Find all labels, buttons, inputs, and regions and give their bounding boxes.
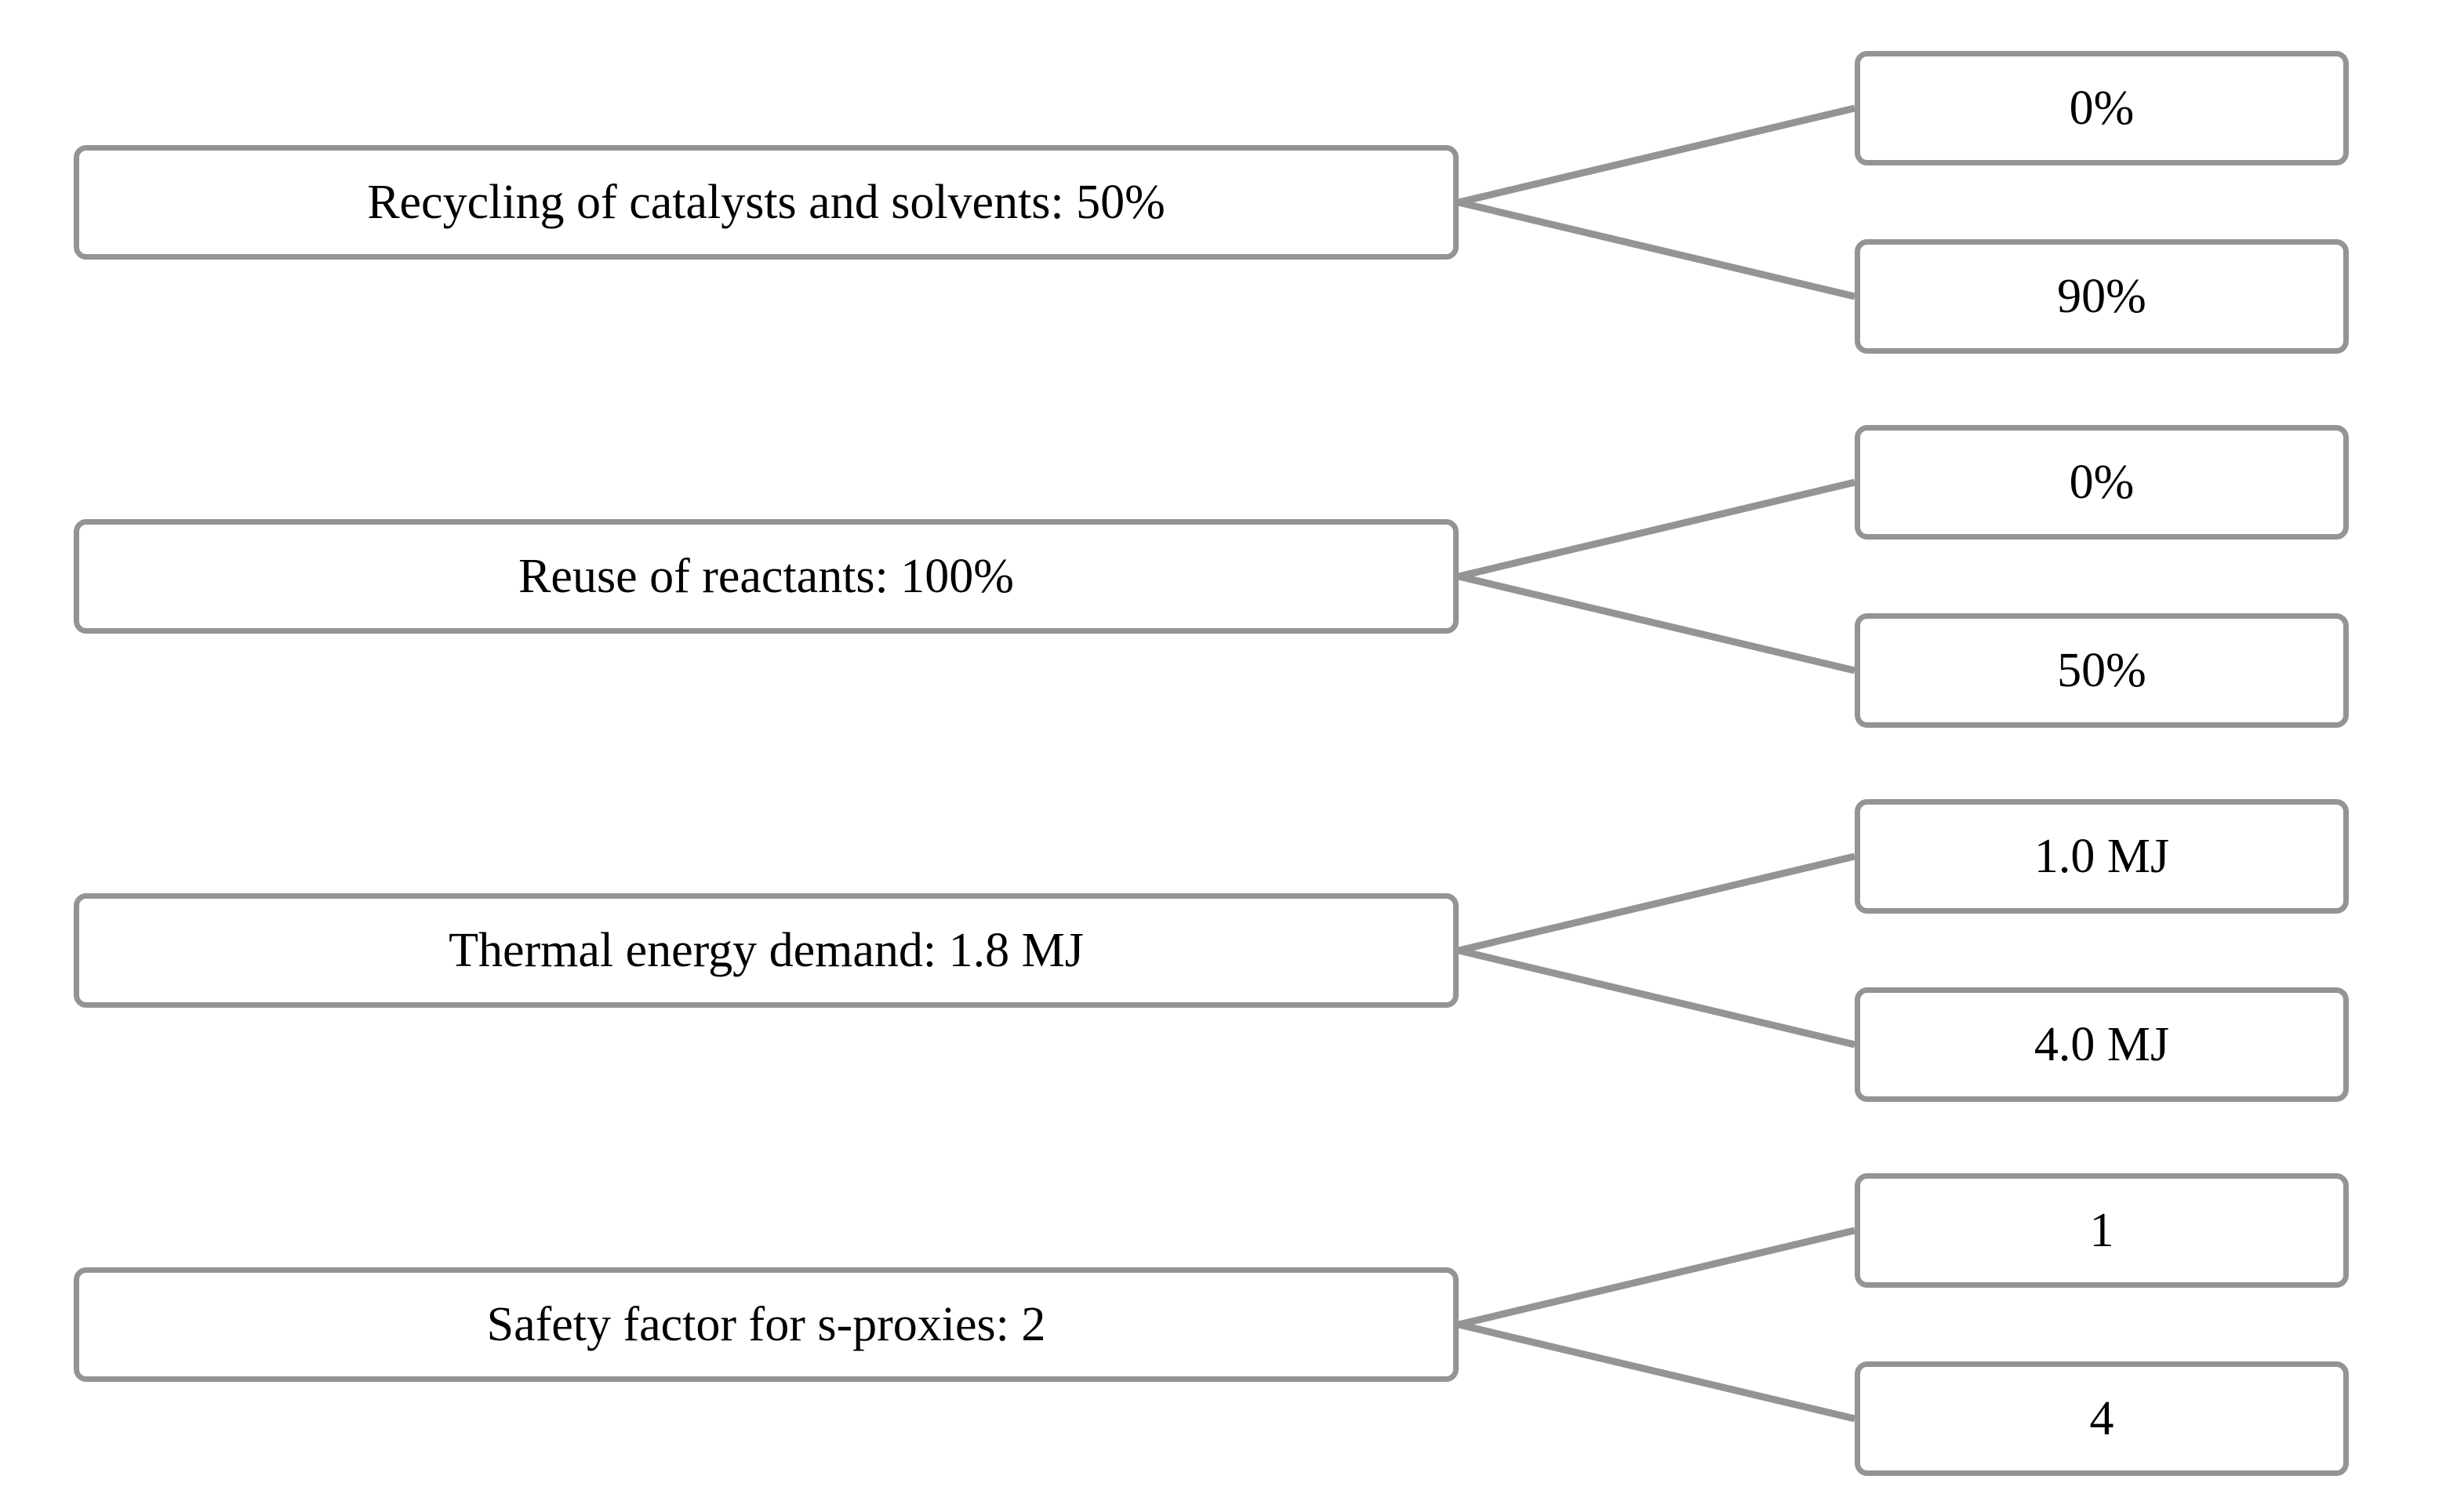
- connector-g0-b: [1457, 198, 1856, 300]
- connector-g0-a: [1457, 104, 1856, 206]
- variant-box-thermal-energy-low[interactable]: 1.0 MJ: [1855, 799, 2349, 914]
- parameter-box-recycling[interactable]: Recycling of catalysts and solvents: 50%: [74, 145, 1459, 260]
- variant-box-reuse-low[interactable]: 0%: [1855, 425, 2349, 540]
- connector-g3-b: [1457, 1321, 1856, 1423]
- parameter-box-thermal-energy[interactable]: Thermal energy demand: 1.8 MJ: [74, 893, 1459, 1008]
- parameter-box-reuse[interactable]: Reuse of reactants: 100%: [74, 519, 1459, 634]
- connector-g1-a: [1457, 478, 1856, 580]
- variant-box-reuse-high[interactable]: 50%: [1855, 613, 2349, 728]
- connector-g1-b: [1457, 572, 1856, 674]
- connector-g2-a: [1457, 852, 1856, 954]
- variant-box-recycling-high[interactable]: 90%: [1855, 239, 2349, 354]
- connector-g3-a: [1457, 1227, 1856, 1328]
- variant-box-recycling-low[interactable]: 0%: [1855, 51, 2349, 165]
- variant-box-safety-factor-high[interactable]: 4: [1855, 1361, 2349, 1476]
- connector-g2-b: [1457, 947, 1856, 1049]
- parameter-box-safety-factor[interactable]: Safety factor for s-proxies: 2: [74, 1267, 1459, 1382]
- variant-box-safety-factor-low[interactable]: 1: [1855, 1173, 2349, 1288]
- variant-box-thermal-energy-high[interactable]: 4.0 MJ: [1855, 987, 2349, 1102]
